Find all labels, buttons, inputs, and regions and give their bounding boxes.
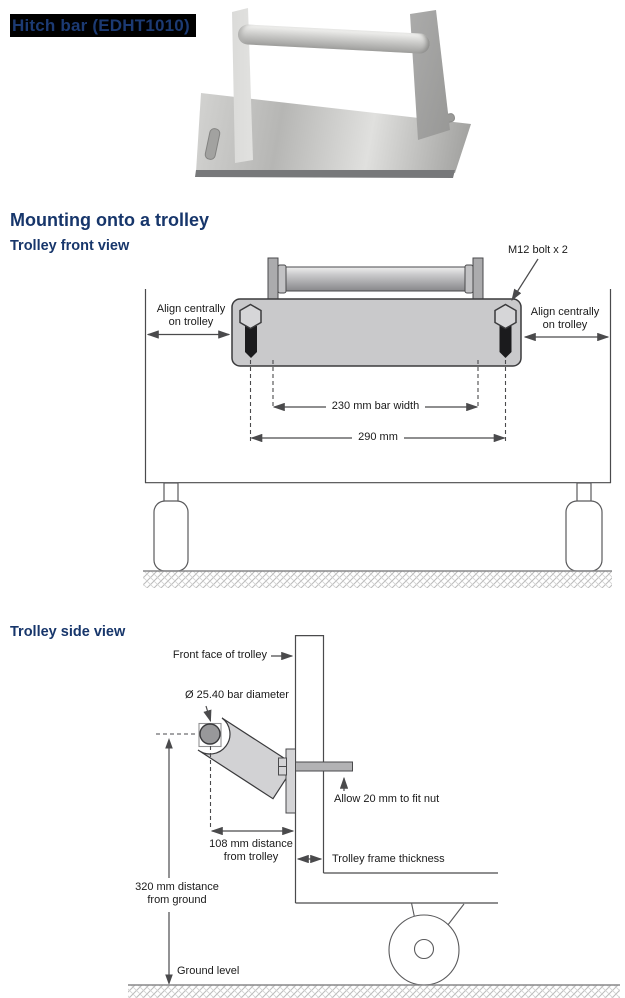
caster-wheel	[388, 902, 465, 986]
front-view-subheading: Trolley front view	[10, 238, 130, 254]
photo-base-plate-edge	[195, 170, 455, 178]
hitch-bar-cylinder	[272, 266, 479, 292]
side-extension-lines	[156, 733, 212, 829]
ground-level-label: Ground level	[177, 965, 240, 977]
bracket-mounting-plate	[285, 748, 296, 814]
trolley-front-outline	[144, 289, 612, 484]
front-view-drawing	[143, 257, 612, 588]
distance-from-ground-arrow	[165, 738, 173, 985]
product-title-bar: Hitch bar (EDHT1010)	[10, 14, 196, 37]
align-right-label: Align centrally on trolley	[530, 306, 600, 331]
hitch-bar-end-caps	[277, 264, 474, 294]
m12-bolt-label: M12 bolt x 2	[508, 244, 568, 256]
extension-lines	[249, 360, 507, 444]
mounting-plate	[231, 298, 522, 367]
hitch-bar-photo	[193, 8, 471, 180]
bar-diameter-label: Ø 25.40 bar diameter	[185, 689, 289, 701]
trolley-front-wheels	[153, 482, 603, 572]
left-m12-bolt	[239, 303, 262, 358]
front-view-ground	[143, 570, 612, 588]
side-view-diagram: Front face of trolley Ø 25.40 bar diamet…	[0, 630, 625, 998]
allow-nut-label: Allow 20 mm to fit nut	[334, 793, 440, 805]
front-view-diagram: M12 bolt x 2 Align centrally on trolley …	[0, 240, 625, 590]
distance-from-trolley-label: 108 mm distance from trolley	[209, 838, 293, 863]
bar-cross-section	[199, 723, 221, 745]
side-view-drawing	[128, 634, 620, 998]
side-view-subheading: Trolley side view	[10, 624, 126, 640]
section-heading: Mounting onto a trolley	[10, 210, 209, 230]
bar-diameter-leader-arrow	[203, 705, 212, 723]
m12-leader-arrow	[511, 258, 539, 302]
overall-width-dimension-label: 290 mm	[251, 431, 505, 444]
front-face-label: Front face of trolley	[172, 649, 267, 661]
mounting-bolt	[278, 757, 353, 776]
right-m12-bolt	[494, 303, 517, 358]
frame-thickness-label: Trolley frame thickness	[332, 853, 445, 865]
product-title: Hitch bar (EDHT1010)	[12, 16, 190, 35]
align-left-label: Align centrally on trolley	[156, 303, 226, 328]
distance-from-ground-label: 320 mm distance from ground	[127, 881, 227, 906]
photo-hitch-bar-cylinder	[237, 24, 431, 55]
hitch-bracket-body	[197, 717, 296, 800]
bar-width-dimension-label: 230 mm bar width	[274, 400, 477, 413]
side-view-ground	[128, 984, 620, 998]
photo-left-upright	[232, 8, 253, 163]
